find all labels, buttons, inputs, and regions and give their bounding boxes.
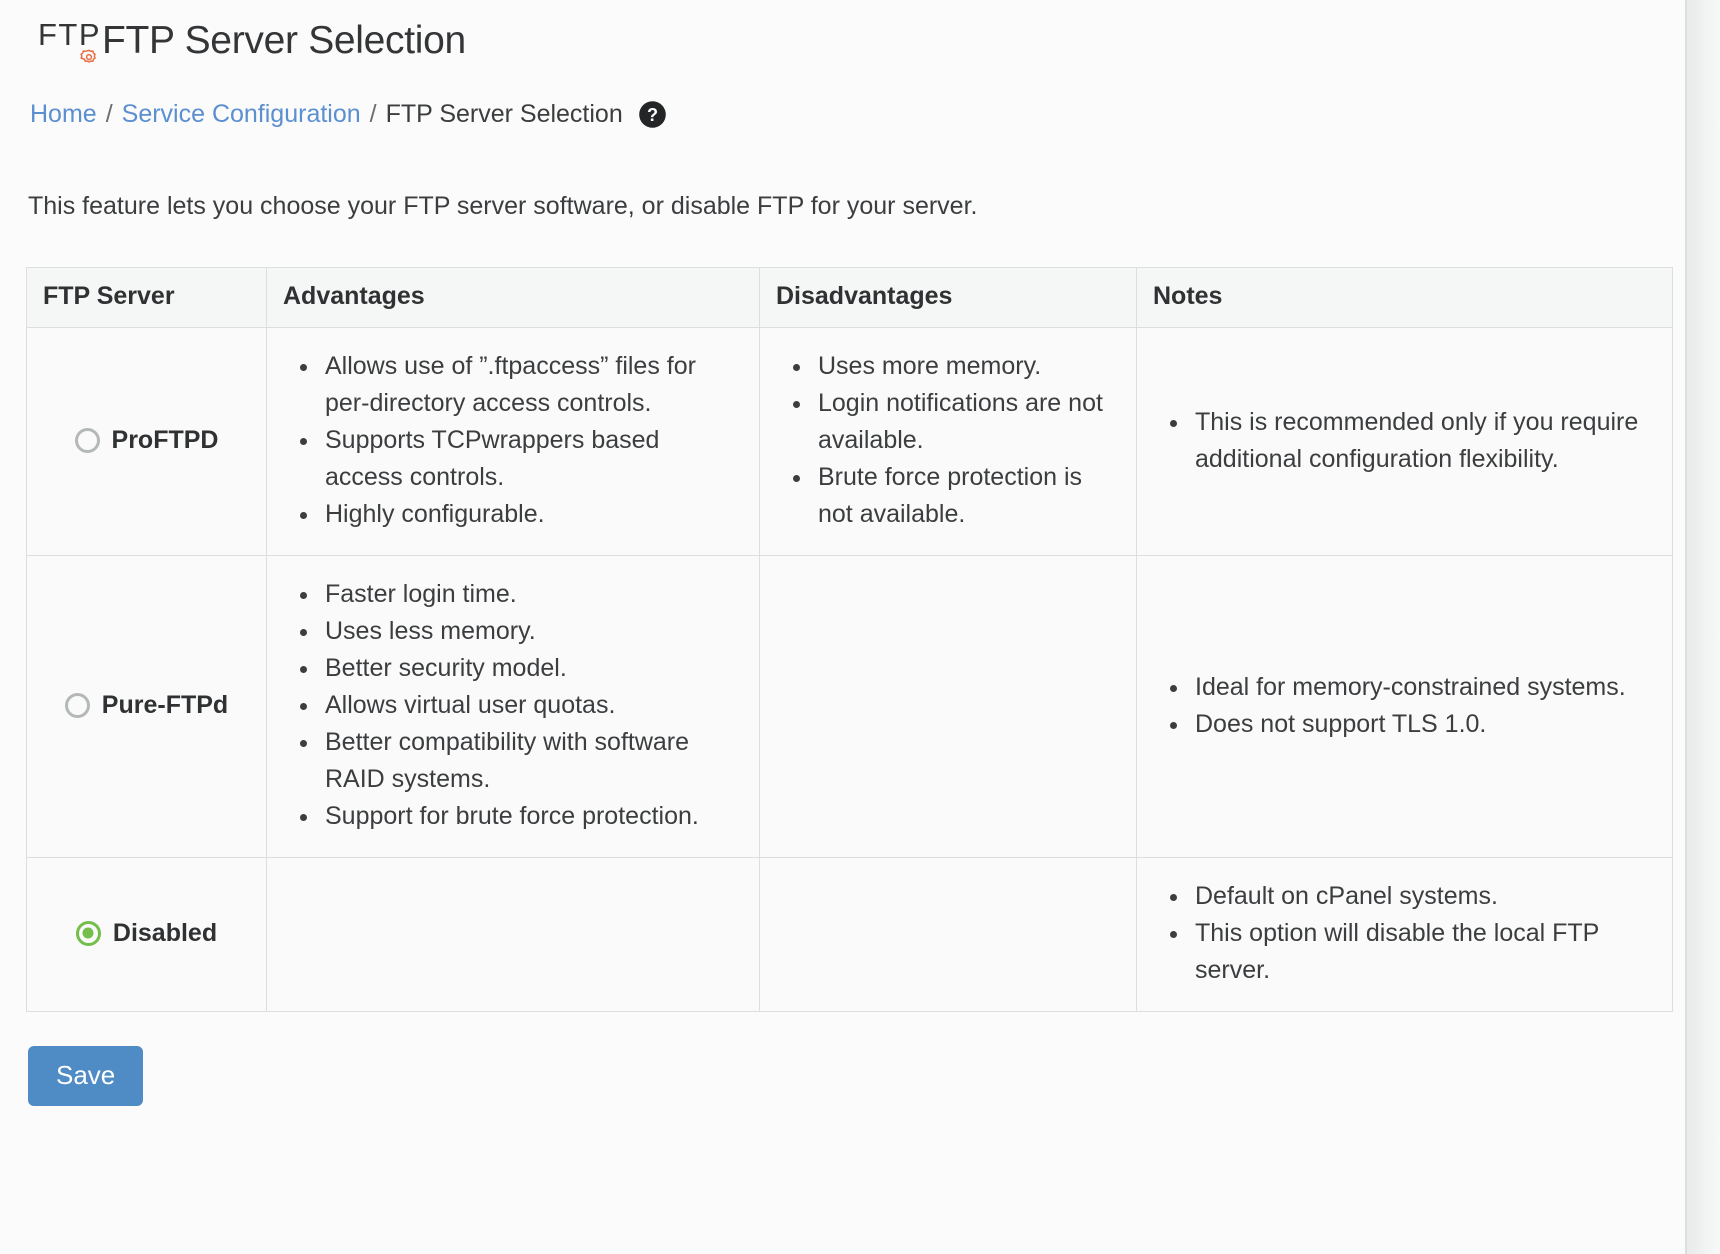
notes-cell: Ideal for memory-constrained systems.Doe…: [1136, 555, 1673, 858]
column-header-notes: Notes: [1136, 267, 1673, 328]
table-row: Disabled Default on cPanel systems.This o…: [26, 857, 1673, 1012]
radio-option-disabled[interactable]: Disabled: [75, 918, 218, 948]
server-cell: Pure-FTPd: [26, 555, 267, 858]
svg-text:?: ?: [647, 105, 658, 125]
notes-list: This is recommended only if you require …: [1155, 404, 1654, 478]
list-item: Ideal for memory-constrained systems.: [1191, 669, 1654, 706]
ftp-gear-icon: FTP: [30, 11, 102, 73]
radio-button-selected[interactable]: [75, 920, 101, 946]
list-item: Better compatibility with software RAID …: [321, 724, 741, 798]
list-item: Highly configurable.: [321, 496, 741, 533]
page-container: FTP FTP Server Selection Home / Service …: [0, 0, 1685, 1254]
server-cell: ProFTPD: [26, 327, 267, 556]
list-item: Login notifications are not available.: [814, 385, 1118, 459]
column-header-disadvantages: Disadvantages: [759, 267, 1137, 328]
intro-text: This feature lets you choose your FTP se…: [28, 192, 978, 220]
advantages-cell: Faster login time.Uses less memory.Bette…: [266, 555, 760, 858]
form-footer: Save: [0, 1012, 1685, 1106]
list-item: Brute force protection is not available.: [814, 459, 1118, 533]
breadcrumb-link-service-configuration[interactable]: Service Configuration: [121, 100, 361, 128]
radio-button-unselected[interactable]: [74, 427, 100, 453]
disadvantages-cell: Uses more memory.Login notifications are…: [759, 327, 1137, 556]
breadcrumb-separator-2: /: [369, 100, 377, 128]
advantages-cell: Allows use of ”.ftpaccess” files for per…: [266, 327, 760, 556]
list-item: This is recommended only if you require …: [1191, 404, 1654, 478]
column-header-advantages: Advantages: [266, 267, 760, 328]
list-item: Does not support TLS 1.0.: [1191, 706, 1654, 743]
table-row: ProFTPD Allows use of ”.ftpaccess” files …: [26, 327, 1673, 556]
page-header: FTP FTP Server Selection: [0, 0, 1685, 63]
breadcrumb: Home / Service Configuration / FTP Serve…: [0, 62, 1685, 129]
radio-option-label: Pure-FTPd: [101, 690, 229, 719]
disadvantages-cell: [759, 857, 1137, 1012]
column-header-ftp-server: FTP Server: [26, 267, 267, 328]
radio-option-label: ProFTPD: [111, 425, 219, 454]
gear-icon: [80, 49, 96, 63]
list-item: Default on cPanel systems.: [1191, 878, 1654, 915]
radio-option-label: Disabled: [112, 918, 218, 947]
disadvantages-list: Uses more memory.Login notifications are…: [778, 348, 1118, 533]
save-button[interactable]: Save: [28, 1046, 144, 1106]
radio-option-proftpd[interactable]: ProFTPD: [74, 425, 219, 455]
notes-cell: This is recommended only if you require …: [1136, 327, 1673, 556]
table-row: Pure-FTPd Faster login time.Uses less mem…: [26, 555, 1673, 858]
breadcrumb-link-home[interactable]: Home: [30, 100, 97, 128]
table-body: ProFTPD Allows use of ”.ftpaccess” files …: [26, 327, 1673, 1012]
breadcrumb-current: FTP Server Selection: [385, 100, 623, 128]
ftp-server-table: FTP Server Advantages Disadvantages Note…: [26, 267, 1673, 1012]
list-item: Allows virtual user quotas.: [321, 687, 741, 724]
notes-list: Default on cPanel systems.This option wi…: [1155, 878, 1654, 989]
breadcrumb-separator-1: /: [105, 100, 113, 128]
disadvantages-cell: [759, 555, 1137, 858]
list-item: Uses less memory.: [321, 613, 741, 650]
page-title: FTP Server Selection: [102, 18, 466, 62]
page-edge-divider: [1685, 0, 1687, 1254]
list-item: This option will disable the local FTP s…: [1191, 915, 1654, 989]
notes-cell: Default on cPanel systems.This option wi…: [1136, 857, 1673, 1012]
server-cell: Disabled: [26, 857, 267, 1012]
list-item: Uses more memory.: [814, 348, 1118, 385]
notes-list: Ideal for memory-constrained systems.Doe…: [1155, 669, 1654, 743]
advantages-list: Faster login time.Uses less memory.Bette…: [285, 576, 741, 835]
ftp-table-container: FTP Server Advantages Disadvantages Note…: [0, 246, 1685, 1012]
ftp-icon-text: FTP: [38, 17, 102, 52]
table-header-row: FTP Server Advantages Disadvantages Note…: [26, 267, 1673, 328]
page-right-edge: [1685, 0, 1720, 1254]
list-item: Better security model.: [321, 650, 741, 687]
list-item: Allows use of ”.ftpaccess” files for per…: [321, 348, 741, 422]
list-item: Supports TCPwrappers based access contro…: [321, 422, 741, 496]
radio-button-unselected[interactable]: [64, 692, 90, 718]
advantages-cell: [266, 857, 760, 1012]
list-item: Faster login time.: [321, 576, 741, 613]
advantages-list: Allows use of ”.ftpaccess” files for per…: [285, 348, 741, 533]
radio-option-pure-ftpd[interactable]: Pure-FTPd: [64, 690, 229, 720]
list-item: Support for brute force protection.: [321, 798, 741, 835]
question-mark-help-icon[interactable]: ?: [638, 100, 667, 129]
